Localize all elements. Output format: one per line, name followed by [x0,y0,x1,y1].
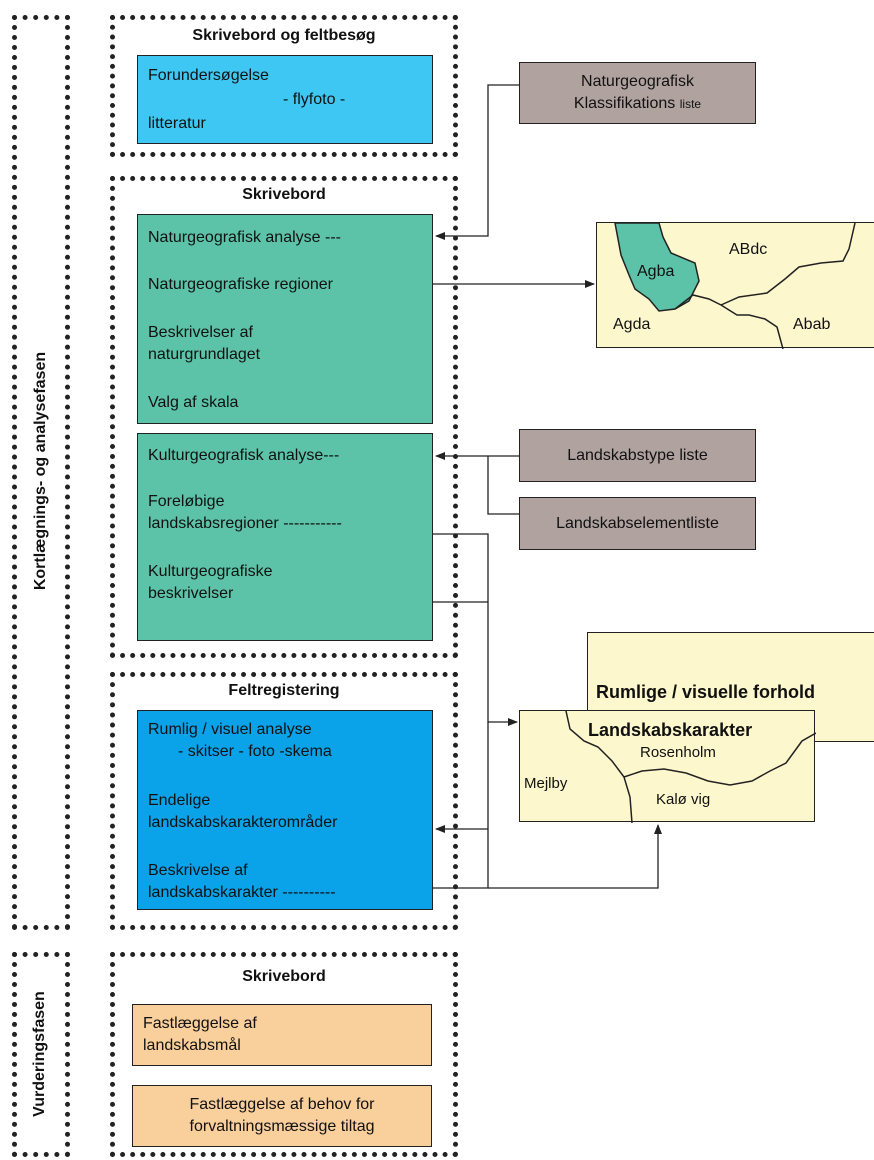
group-desk-field-title: Skrivebord og feltbesøg [192,27,376,44]
culture-desc-line1: Kulturgeografiske [148,563,273,580]
goals-line1: Fastlæggelse af [143,1015,257,1032]
group-evaluation-desk [110,952,458,1157]
landscape-element-text: Landskabselementliste [556,515,719,532]
character-map-svg [565,711,816,823]
forundersogelse-box: Forundersøgelse - flyfoto - litteratur [137,55,433,144]
forundersogelse-line1: Forundersøgelse [148,67,269,84]
group-field-title: Feltregistering [228,682,340,699]
phase-label-mapping: Kortlægnings- og analysefasen [32,351,49,591]
map2-kalo: Kalø vig [656,791,711,808]
map1-agba: Agba [637,263,675,280]
nature-analysis-box: Naturgeografisk analyse --- Naturgeograf… [137,214,433,424]
field-final-line1: Endelige [148,792,211,809]
nature-scale-text: Valg af skala [148,394,239,411]
landscape-character-title: Landskabskarakter [588,720,753,740]
nature-map-svg [614,223,856,349]
landscape-character-map: Landskabskarakter Rosenholm Mejlby Kalø … [519,710,816,823]
field-final-line2: landskabskarakterområder [148,814,338,831]
visual-relations-title: Rumlige / visuelle forhold [596,682,816,702]
goals-line2: landskabsmål [143,1037,241,1054]
field-spatial-line2: - skitser - foto -skema [178,743,332,760]
nat-class-line2: Klassifikations liste [573,95,702,112]
nat-class-line1: Naturgeografisk [581,73,694,90]
group-desk [110,176,458,658]
landscape-type-list: Landskabstype liste [519,429,756,482]
map1-abdc: ABdc [729,241,768,258]
phase-frame-mapping [12,15,70,930]
nat-class-small: liste [679,97,702,111]
map2-mejlby: Mejlby [524,775,568,792]
landscape-type-text: Landskabstype liste [567,447,708,464]
nature-classification-list: Naturgeografisk Klassifikations liste [519,62,756,124]
culture-prelim-line2: landskabsregioner ----------- [148,515,342,532]
culture-analysis-text: Kulturgeografisk analyse--- [148,447,340,464]
needs-line2: forvaltningsmæssige tiltag [189,1118,375,1135]
management-needs-box: Fastlæggelse af behov for forvaltningsmæ… [132,1085,432,1147]
nature-desc-line1: Beskrivelser af [148,324,253,341]
field-analysis-box: Rumlig / visuel analyse - skitser - foto… [137,710,433,910]
forundersogelse-line3: litteratur [148,115,206,132]
landscape-element-list: Landskabselementliste [519,497,756,550]
forundersogelse-line2: - flyfoto - [283,91,346,108]
map2-rosenholm: Rosenholm [640,744,716,761]
nature-desc-line2: naturgrundlaget [148,346,261,363]
map1-abab: Abab [793,316,831,333]
culture-prelim-line1: Foreløbige [148,493,225,510]
nature-analysis-text: Naturgeografisk analyse --- [148,229,341,246]
nature-regions-map: Agba ABdc Agda Abab [596,222,874,349]
nature-regions-text: Naturgeografiske regioner [148,276,333,293]
culture-analysis-box: Kulturgeografisk analyse--- Foreløbige l… [137,433,433,641]
culture-desc-line2: beskrivelser [148,585,234,602]
landscape-goals-box: Fastlæggelse af landskabsmål [132,1004,432,1066]
field-charac-line2: landskabskarakter ---------- [148,884,336,901]
group-desk-title: Skrivebord [242,186,326,203]
phase-frame-evaluation [12,952,70,1157]
phase-label-evaluation: Vurderingsfasen [31,991,48,1117]
field-charac-line1: Beskrivelse af [148,862,248,879]
group-evaluation-title: Skrivebord [242,968,326,985]
map1-agda: Agda [613,316,651,333]
needs-line1: Fastlæggelse af behov for [189,1096,375,1113]
field-spatial-line1: Rumlig / visuel analyse [148,721,312,738]
